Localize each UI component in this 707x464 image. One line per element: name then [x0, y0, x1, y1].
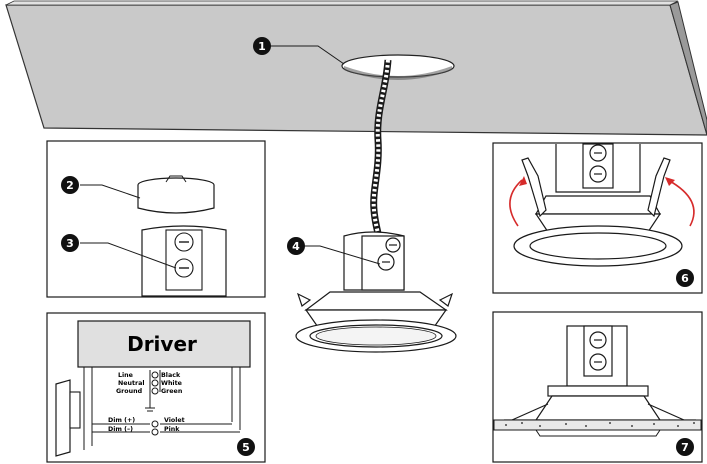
wire-left-label: Line	[118, 372, 133, 379]
svg-text:7: 7	[681, 441, 689, 454]
wire-right-label: White	[161, 380, 182, 387]
panel-spring-clips	[492, 142, 703, 294]
wire-left-label: Neutral	[118, 380, 145, 387]
wire-right-label: Green	[161, 388, 182, 395]
wire-right-label: Violet	[164, 417, 185, 424]
center-downlight	[295, 231, 457, 353]
wire-left-label: Dim (+)	[108, 417, 135, 424]
wire-right-label: Pink	[164, 426, 180, 433]
step-badge-5: 5	[237, 438, 255, 456]
svg-text:3: 3	[66, 237, 74, 250]
svg-text:5: 5	[242, 441, 250, 454]
flex-conduit	[370, 59, 392, 259]
svg-text:1: 1	[258, 40, 266, 53]
step-badge-7: 7	[676, 438, 694, 456]
leader-line-1	[270, 45, 345, 65]
step-badge-1: 1	[253, 37, 271, 55]
driver-label: Driver	[127, 332, 197, 356]
svg-text:4: 4	[292, 240, 300, 253]
step-badge-3: 3	[61, 234, 79, 252]
svg-text:2: 2	[66, 179, 74, 192]
panel-driver-box	[46, 140, 266, 298]
wire-left-label: Dim (–)	[108, 426, 133, 433]
leader-line-2	[80, 184, 141, 199]
leader-line-4	[304, 245, 381, 265]
leader-line-3	[80, 242, 177, 269]
wire-left-label: Ground	[116, 388, 142, 395]
right-arrow-icon	[667, 179, 695, 227]
step-badge-2: 2	[61, 176, 79, 194]
panel-wiring: Driver Line Neutral Grou	[46, 312, 266, 463]
ceiling-panel	[5, 0, 707, 136]
svg-text:6: 6	[681, 272, 689, 285]
left-arrow-icon	[509, 179, 523, 227]
wire-right-label: Black	[161, 372, 181, 379]
step-badge-6: 6	[676, 269, 694, 287]
step-badge-4: 4	[287, 237, 305, 255]
panel-installed	[492, 311, 703, 463]
